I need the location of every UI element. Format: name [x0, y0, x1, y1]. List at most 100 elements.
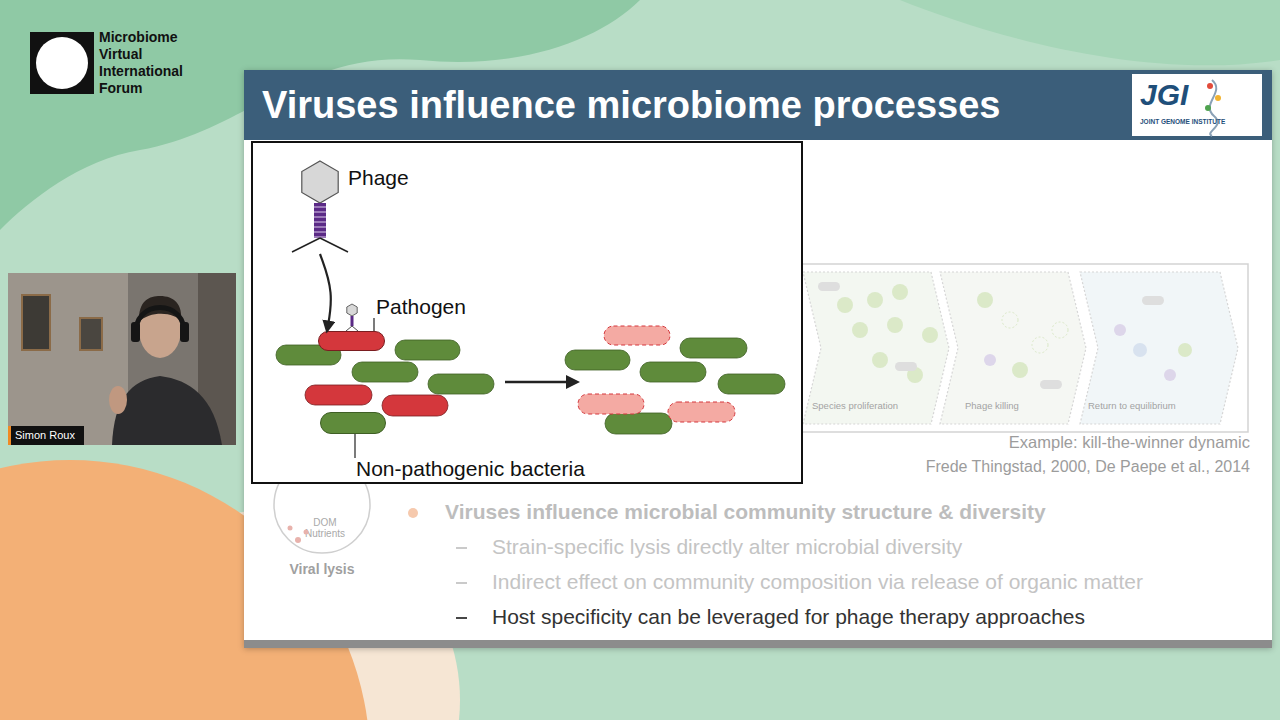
cell-dot — [887, 317, 903, 333]
popup-figure — [251, 141, 803, 484]
chevron-shape — [940, 272, 1086, 424]
bacterium-cell — [352, 362, 418, 382]
node-shape — [1080, 272, 1238, 424]
node-label: Viral lysis — [262, 561, 382, 577]
cell-rod — [1040, 380, 1062, 389]
webcam-headphones — [180, 322, 189, 342]
phage-tail — [314, 203, 326, 238]
cell-dot — [837, 297, 853, 313]
bacterium-cell: Pathogen — [318, 331, 385, 351]
phage-tail — [351, 316, 354, 326]
title-bar: Viruses influence microbiome processes — [244, 70, 1272, 140]
cell-dot — [867, 292, 883, 308]
infection-arrow — [320, 254, 331, 331]
node-label: Phage — [348, 166, 409, 190]
webcam-picture — [80, 318, 102, 350]
pathogen-cell — [382, 395, 448, 416]
cell-dot — [1032, 337, 1048, 353]
bacterium-cell — [395, 340, 460, 360]
cell-rod — [818, 282, 840, 291]
bacterium-cell — [428, 374, 494, 394]
cell-rod — [1142, 296, 1164, 305]
sub-bullet-dash — [456, 547, 467, 549]
leader-line — [354, 434, 355, 458]
process-chevron: Species proliferation — [803, 272, 949, 424]
slide-footer-bar — [244, 640, 1272, 648]
cell-dot — [977, 292, 993, 308]
bacterium-cell — [718, 374, 785, 394]
phage-tail-stripe — [314, 236, 326, 237]
lysed-pathogen — [668, 402, 735, 422]
webcam-person-hair — [139, 296, 181, 322]
webcam-headphones — [136, 308, 184, 337]
logo-square — [30, 32, 94, 94]
node-shape — [940, 272, 1086, 424]
sub-bullet-dash — [456, 582, 467, 584]
jgi-dna-helix — [1210, 80, 1218, 136]
cell-dot — [1133, 343, 1147, 357]
webcam-hand — [109, 386, 127, 414]
bacterium-cell — [640, 362, 706, 382]
webcam-person-body — [112, 376, 222, 445]
process-arrow-head — [566, 375, 580, 389]
process-chevron: Phage killing — [940, 272, 1086, 424]
phage-icon: Phage — [290, 160, 350, 254]
bullet-dot — [408, 508, 418, 518]
name-tag-accent — [8, 426, 11, 445]
sub-bullet-dash — [456, 617, 467, 619]
background-wave — [900, 0, 1280, 65]
process-chevron: Return to equilibrium — [1080, 272, 1238, 424]
phage-tail-stripe — [314, 211, 326, 212]
pathogen-cell — [305, 385, 372, 405]
node-label: Phage killing — [965, 400, 1019, 411]
jgi-logo-box — [1132, 74, 1262, 136]
cell-dot — [1052, 322, 1068, 338]
phage-head — [302, 161, 338, 203]
sub-bullet-text: Host specificity can be leveraged for ph… — [492, 605, 1085, 629]
bullet-text: Viruses influence microbial community st… — [445, 500, 1046, 524]
phage-tail-stripe — [314, 221, 326, 222]
phage-tail-stripe — [314, 206, 326, 207]
lysed-pathogen — [604, 326, 670, 345]
cell-dot — [892, 284, 908, 300]
cell-dot — [1002, 312, 1018, 328]
slide-title: Viruses influence microbiome processes — [262, 70, 1001, 140]
webcam-person-head — [139, 302, 181, 358]
webcam-headphones — [131, 322, 140, 342]
jgi-logo-text: JGI — [1140, 77, 1188, 112]
speaker-name: Simon Roux — [15, 429, 75, 442]
logo-circle — [36, 37, 88, 89]
forum-logo-text: Microbiome Virtual International Forum — [99, 29, 199, 97]
phage-tail-stripe — [314, 226, 326, 227]
figure-frame — [790, 264, 1248, 432]
bacterium-cell — [680, 338, 747, 358]
phage-tail-stripe — [314, 216, 326, 217]
sub-bullet-text: Indirect effect on community composition… — [492, 570, 1143, 594]
phage-legs — [346, 326, 358, 331]
bacterium-cell — [276, 345, 341, 365]
node-label: Pathogen — [376, 295, 466, 319]
lysis-dot — [304, 530, 309, 535]
jgi-dna-dot — [1215, 95, 1221, 101]
bacterium-cell: Non-pathogenic bacteria — [320, 412, 386, 434]
phage-legs — [292, 238, 348, 252]
phage-tail-stripe — [314, 231, 326, 232]
bacterium-cell — [605, 413, 672, 434]
bacterium-cell — [565, 350, 630, 370]
cell-dot — [984, 354, 996, 366]
process-arrow — [505, 381, 568, 384]
webcam-wall — [8, 273, 128, 445]
cell-dot — [1164, 369, 1176, 381]
lysed-pathogen — [578, 394, 644, 414]
node-label: Species proliferation — [812, 400, 898, 411]
node-label: Return to equilibrium — [1088, 400, 1176, 411]
lysis-dot — [288, 526, 293, 531]
jgi-logo-subtitle: JOINT GENOME INSTITUTE — [1140, 118, 1225, 125]
cell-dot — [1012, 362, 1028, 378]
node-shape — [290, 160, 350, 254]
jgi-dna-dot — [1205, 105, 1211, 111]
cell-rod — [895, 362, 917, 371]
cell-dot — [1178, 343, 1192, 357]
node-label: Non-pathogenic bacteria — [356, 457, 585, 481]
